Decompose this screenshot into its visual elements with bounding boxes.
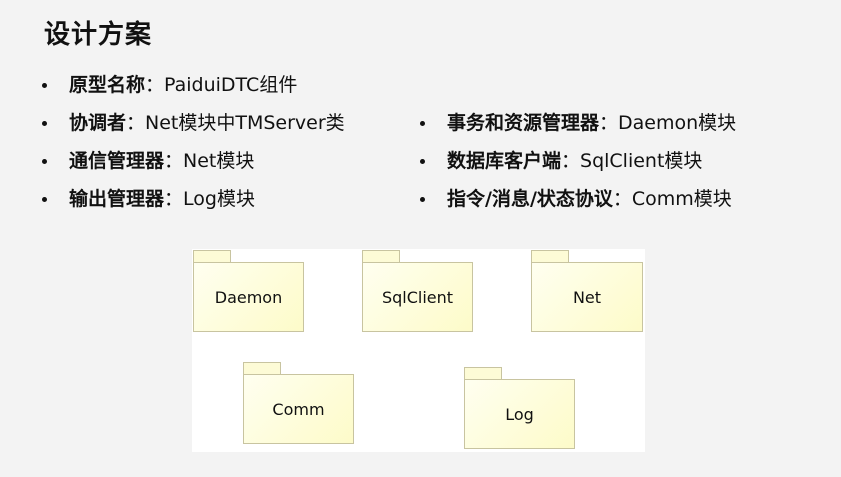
bullet-item: 通信管理器：Net模块	[42, 142, 345, 180]
bullet-item: 原型名称：PaiduiDTC组件	[42, 66, 345, 104]
package-label: Net	[531, 262, 643, 332]
package-diagram: Daemon SqlClient Net Comm Log	[192, 249, 645, 452]
package-tab	[362, 250, 400, 263]
bullet-desc: ：Log模块	[164, 188, 255, 210]
package-tab	[464, 367, 502, 380]
bullet-desc: ：Comm模块	[612, 188, 732, 210]
bullet-term: 数据库客户端	[447, 150, 562, 172]
package-label: SqlClient	[362, 262, 473, 332]
bullet-desc: ：PaiduiDTC组件	[145, 74, 298, 96]
bullet-term: 协调者	[69, 112, 127, 134]
bullet-desc: ：Daemon模块	[599, 112, 737, 134]
bullet-desc: ：Net模块	[164, 150, 255, 172]
bullet-item: 数据库客户端：SqlClient模块	[420, 142, 736, 180]
package-label: Comm	[243, 374, 354, 444]
package-tab	[193, 250, 231, 263]
package-comm: Comm	[243, 362, 354, 444]
bullet-list-left: 原型名称：PaiduiDTC组件 协调者：Net模块中TMServer类 通信管…	[42, 66, 345, 218]
bullet-item: 输出管理器：Log模块	[42, 180, 345, 218]
bullet-term: 指令/消息/状态协议	[447, 188, 613, 210]
bullet-dot	[420, 158, 425, 164]
bullet-term: 通信管理器	[69, 150, 165, 172]
package-label: Log	[464, 379, 575, 449]
bullet-term: 输出管理器	[69, 188, 165, 210]
bullet-desc: ：SqlClient模块	[561, 150, 703, 172]
bullet-dot	[420, 196, 425, 202]
package-tab	[531, 250, 569, 263]
bullet-term: 原型名称	[69, 74, 146, 96]
package-daemon: Daemon	[193, 250, 304, 332]
bullet-dot	[42, 82, 47, 88]
package-label: Daemon	[193, 262, 304, 332]
bullet-dot	[42, 196, 47, 202]
bullet-dot	[42, 120, 47, 126]
package-sqlclient: SqlClient	[362, 250, 473, 332]
bullet-item: 指令/消息/状态协议：Comm模块	[420, 180, 736, 218]
bullet-term: 事务和资源管理器	[447, 112, 600, 134]
bullet-list-right: 事务和资源管理器：Daemon模块 数据库客户端：SqlClient模块 指令/…	[420, 104, 736, 218]
slide-title: 设计方案	[44, 20, 153, 50]
bullet-desc: ：Net模块中TMServer类	[126, 112, 345, 134]
bullet-dot	[42, 158, 47, 164]
package-net: Net	[531, 250, 643, 332]
bullet-item: 事务和资源管理器：Daemon模块	[420, 104, 736, 142]
package-tab	[243, 362, 281, 375]
package-log: Log	[464, 367, 575, 449]
bullet-dot	[420, 120, 425, 126]
bullet-item: 协调者：Net模块中TMServer类	[42, 104, 345, 142]
